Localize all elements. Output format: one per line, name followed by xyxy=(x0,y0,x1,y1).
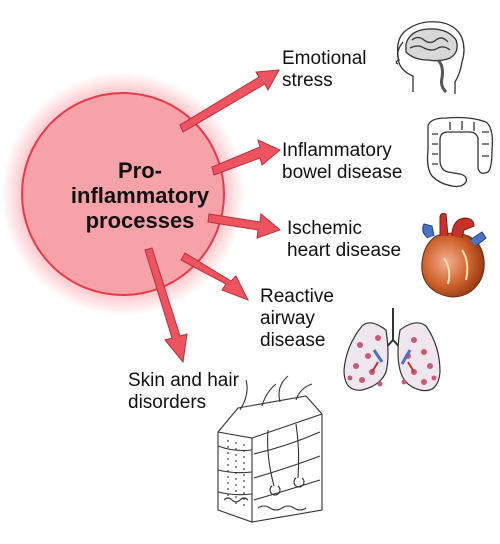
arrow-emotional-stress xyxy=(179,69,280,133)
arrow-ischemic-heart xyxy=(207,213,281,239)
arrow-reactive-airway xyxy=(180,252,250,301)
brain-head-icon xyxy=(395,21,465,94)
lungs-icon xyxy=(343,308,441,392)
label-emotional-stress: Emotional stress xyxy=(282,48,367,91)
center-node-label: Pro- inflammatory processes xyxy=(70,158,210,233)
skin-section-icon xyxy=(217,375,323,523)
heart-icon xyxy=(421,213,487,298)
label-reactive-airway-disease: Reactive airway disease xyxy=(260,286,334,351)
arrow-inflammatory-bowel xyxy=(211,139,281,176)
label-ischemic-heart-disease: Ischemic heart disease xyxy=(287,218,402,261)
arrow-skin-hair xyxy=(144,247,188,364)
intestine-icon xyxy=(426,116,494,188)
label-skin-and-hair-disorders: Skin and hair disorders xyxy=(128,370,239,413)
label-inflammatory-bowel-disease: Inflammatory bowel disease xyxy=(282,140,403,183)
